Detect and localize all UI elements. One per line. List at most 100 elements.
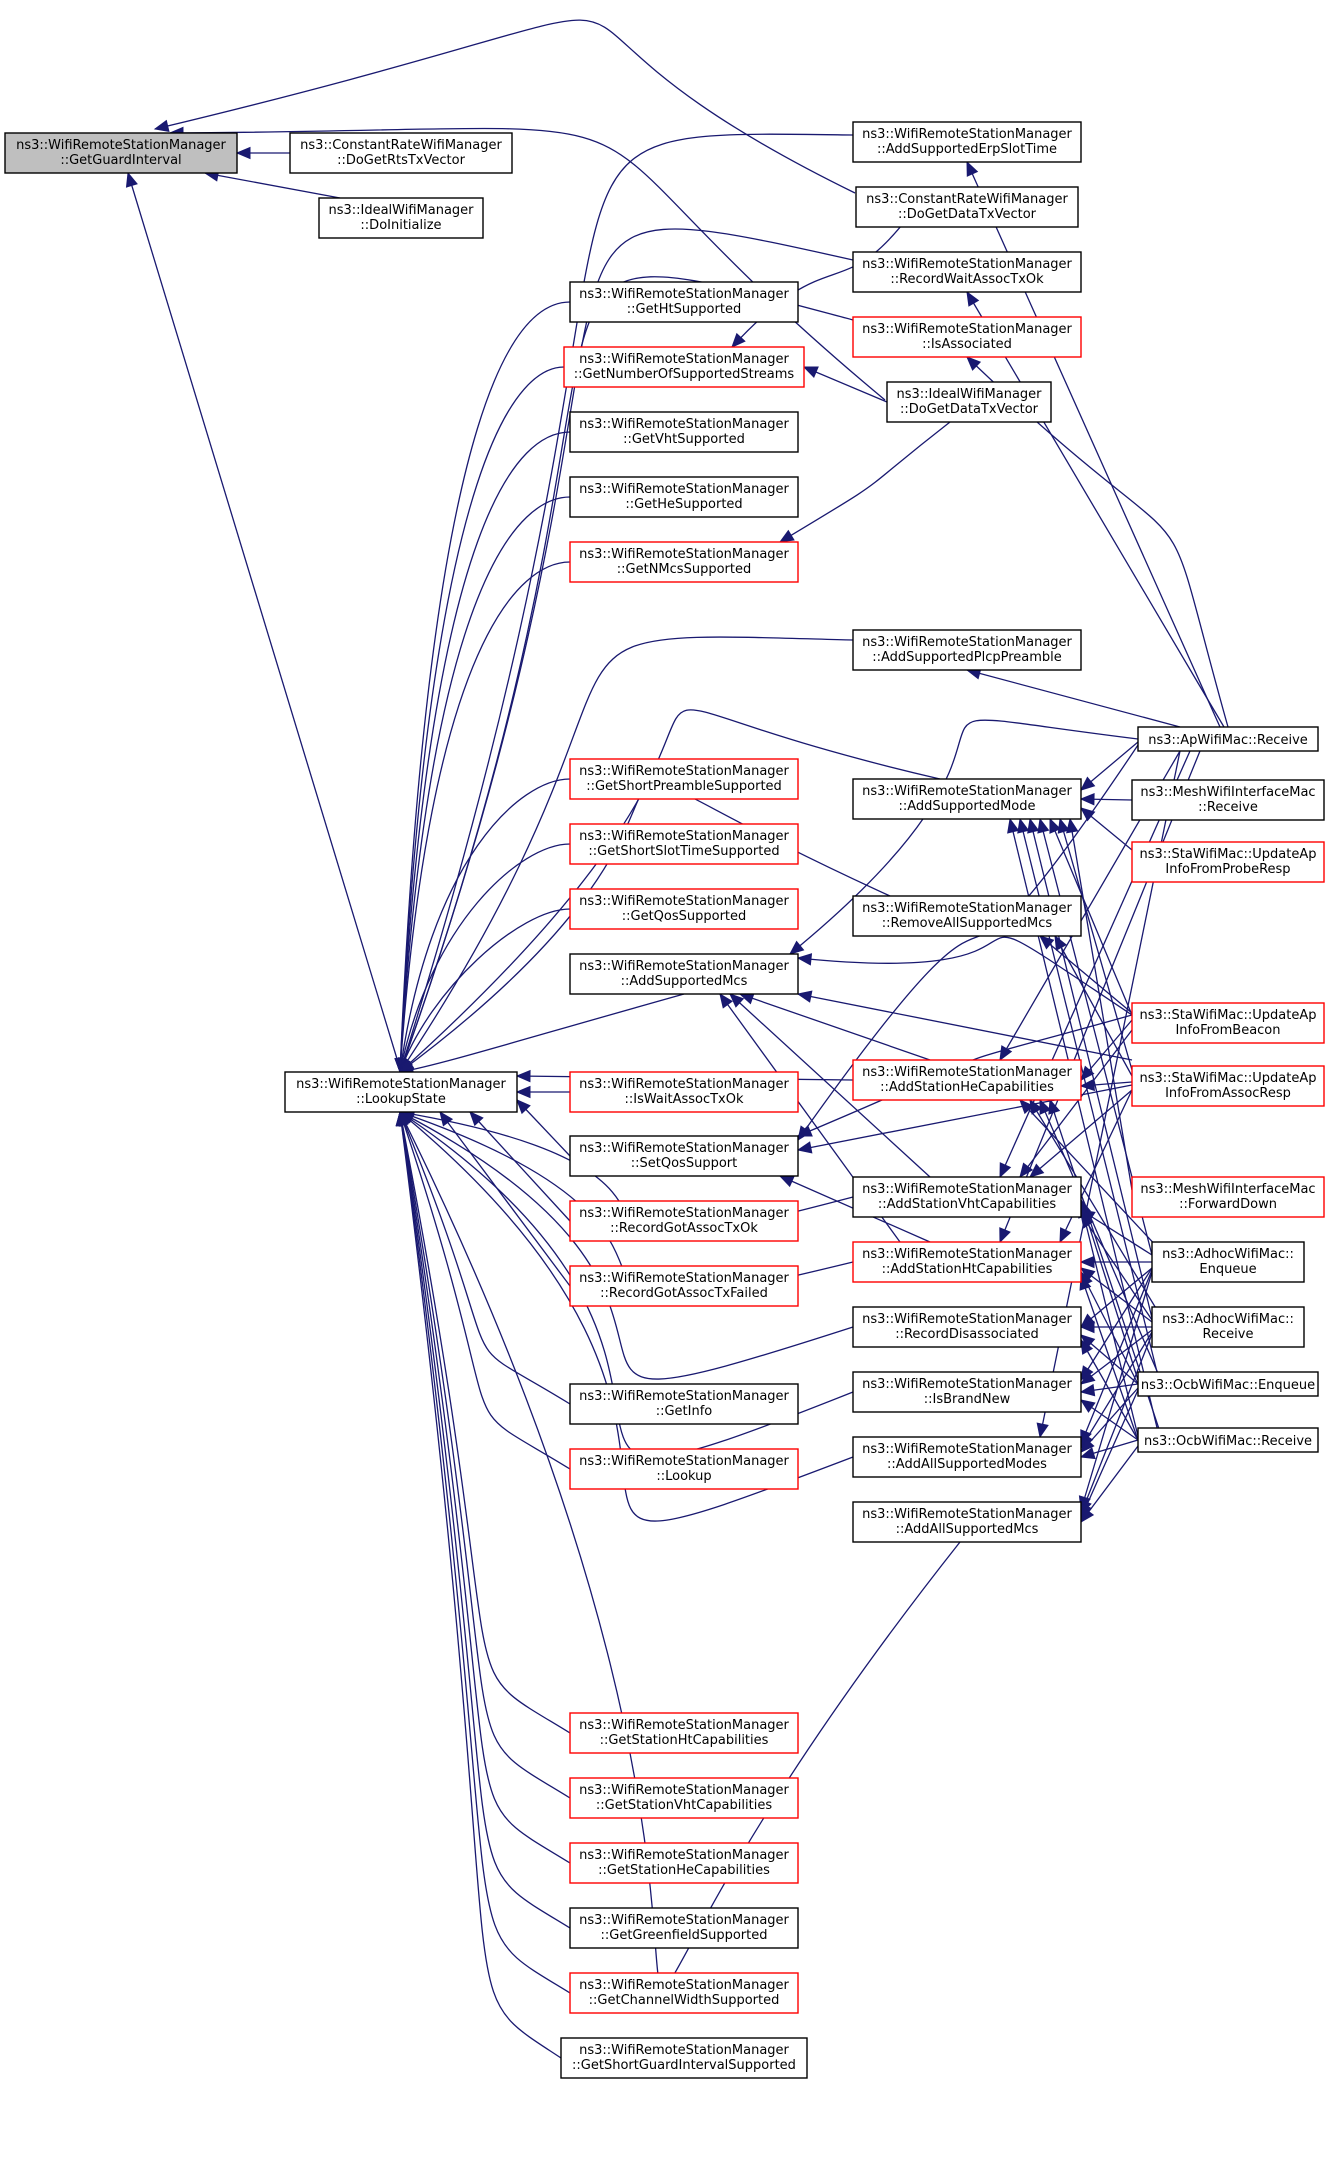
node-rgafail[interactable]: ns3::WifiRemoteStationManager::RecordGot… xyxy=(569,1265,799,1307)
node-getshortslot[interactable]: ns3::WifiRemoteStationManager::GetShortS… xyxy=(569,823,799,865)
arrowhead-staprobe-addmode xyxy=(1080,807,1096,822)
node-iswait[interactable]: ns3::WifiRemoteStationManager::IsWaitAss… xyxy=(569,1071,799,1113)
arrowhead-meshfwd-addmode xyxy=(1066,817,1079,834)
node-gethe[interactable]: ns3::WifiRemoteStationManager::GetHeSupp… xyxy=(569,476,799,518)
arrowhead-adhocrecv-rdisassoc xyxy=(1079,1320,1095,1334)
node-box xyxy=(1137,1427,1319,1453)
node-rgaok[interactable]: ns3::WifiRemoteStationManager::RecordGot… xyxy=(569,1200,799,1242)
node-box xyxy=(569,758,799,800)
node-getstavht[interactable]: ns3::WifiRemoteStationManager::GetStatio… xyxy=(569,1777,799,1819)
node-aprecv[interactable]: ns3::ApWifiMac::Receive xyxy=(1137,726,1319,752)
arrowhead-cr_rts-root xyxy=(235,146,251,160)
node-getht[interactable]: ns3::WifiRemoteStationManager::GetHtSupp… xyxy=(569,281,799,323)
arrowhead-ideal_data-getnss xyxy=(802,366,819,379)
node-adhocrecv[interactable]: ns3::AdhocWifiMac::Receive xyxy=(1151,1306,1305,1348)
node-staassoc[interactable]: ns3::StaWifiMac::UpdateApInfoFromAssocRe… xyxy=(1131,1065,1325,1107)
node-lookupstate[interactable]: ns3::WifiRemoteStationManager::LookupSta… xyxy=(284,1071,518,1113)
node-adderp[interactable]: ns3::WifiRemoteStationManager::AddSuppor… xyxy=(852,121,1082,163)
node-getqos[interactable]: ns3::WifiRemoteStationManager::GetQosSup… xyxy=(569,888,799,930)
node-removeall[interactable]: ns3::WifiRemoteStationManager::RemoveAll… xyxy=(852,895,1082,937)
arrowhead-addvht-addsupmcs xyxy=(729,993,745,1008)
edge-getstahe-lookupstate xyxy=(399,1111,571,1864)
node-rwait[interactable]: ns3::WifiRemoteStationManager::RecordWai… xyxy=(852,251,1082,293)
node-addplcp[interactable]: ns3::WifiRemoteStationManager::AddSuppor… xyxy=(852,629,1082,671)
edge-ocbenq-addallmcs xyxy=(1080,1389,1139,1519)
node-addallmodes[interactable]: ns3::WifiRemoteStationManager::AddAllSup… xyxy=(852,1436,1082,1478)
node-box xyxy=(563,346,805,388)
node-adhocenq[interactable]: ns3::AdhocWifiMac::Enqueue xyxy=(1151,1241,1305,1283)
edge-adhocenq-addallmodes xyxy=(1080,1269,1153,1445)
arrowhead-adhocenq-addhe xyxy=(1019,1099,1034,1115)
node-cr_rts[interactable]: ns3::ConstantRateWifiManager::DoGetRtsTx… xyxy=(289,132,513,174)
node-getinfo[interactable]: ns3::WifiRemoteStationManager::GetInfo xyxy=(569,1383,799,1425)
arrowhead-ocbenq-addmode xyxy=(1017,817,1030,834)
node-label-line2: InfoFromBeacon xyxy=(1175,1023,1280,1038)
node-meshrecv[interactable]: ns3::MeshWifiInterfaceMac::Receive xyxy=(1131,779,1325,821)
node-getshortpre[interactable]: ns3::WifiRemoteStationManager::GetShortP… xyxy=(569,758,799,800)
node-label-line2: ::GetStationVhtCapabilities xyxy=(596,1798,772,1813)
node-ocbrecv[interactable]: ns3::OcbWifiMac::Receive xyxy=(1137,1427,1319,1453)
node-label-line2: ::Lookup xyxy=(656,1469,711,1484)
node-meshfwd[interactable]: ns3::MeshWifiInterfaceMac::ForwardDown xyxy=(1131,1176,1325,1218)
arrowhead-staassoc-addmode xyxy=(1057,817,1070,834)
node-box xyxy=(569,953,799,995)
edge-ocbenq-addallmodes xyxy=(1080,1387,1139,1453)
node-label-line1: ns3::WifiRemoteStationManager xyxy=(296,1077,506,1092)
edge-adhocrecv-addvht xyxy=(1080,1213,1153,1321)
node-staprobe[interactable]: ns3::StaWifiMac::UpdateApInfoFromProbeRe… xyxy=(1131,841,1325,883)
edge-gethe-lookupstate xyxy=(399,496,571,1073)
node-addallmcs[interactable]: ns3::WifiRemoteStationManager::AddAllSup… xyxy=(852,1501,1082,1543)
node-setqos[interactable]: ns3::WifiRemoteStationManager::SetQosSup… xyxy=(569,1135,799,1177)
node-addmode[interactable]: ns3::WifiRemoteStationManager::AddSuppor… xyxy=(852,778,1082,820)
node-lookup[interactable]: ns3::WifiRemoteStationManager::Lookup xyxy=(569,1448,799,1490)
node-getnss[interactable]: ns3::WifiRemoteStationManager::GetNumber… xyxy=(563,346,805,388)
node-getcw[interactable]: ns3::WifiRemoteStationManager::GetChanne… xyxy=(569,1972,799,2014)
edge-adhocenq-rdisassoc xyxy=(1080,1267,1153,1328)
node-label-line1: ns3::WifiRemoteStationManager xyxy=(862,1182,1072,1197)
node-getstahe[interactable]: ns3::WifiRemoteStationManager::GetStatio… xyxy=(569,1842,799,1884)
node-isbrand[interactable]: ns3::WifiRemoteStationManager::IsBrandNe… xyxy=(852,1371,1082,1413)
node-root[interactable]: ns3::WifiRemoteStationManager::GetGuardI… xyxy=(4,132,238,174)
node-box xyxy=(852,1241,1082,1283)
node-label-line1: ns3::WifiRemoteStationManager xyxy=(579,547,789,562)
node-ideal_init[interactable]: ns3::IdealWifiManager::DoInitialize xyxy=(318,197,484,239)
node-label-line1: ns3::StaWifiMac::UpdateAp xyxy=(1139,1071,1316,1086)
node-label-line2: ::GetGuardInterval xyxy=(60,153,181,168)
node-addhe[interactable]: ns3::WifiRemoteStationManager::AddStatio… xyxy=(852,1059,1082,1101)
node-box xyxy=(284,1071,518,1113)
node-getsgi[interactable]: ns3::WifiRemoteStationManager::GetShortG… xyxy=(560,2037,808,2079)
arrowhead-ocbenq-addhe xyxy=(1039,1098,1052,1115)
node-label-line1: ns3::WifiRemoteStationManager xyxy=(579,1978,789,1993)
node-label-line1: ns3::WifiRemoteStationManager xyxy=(579,894,789,909)
node-getnmcs[interactable]: ns3::WifiRemoteStationManager::GetNMcsSu… xyxy=(569,541,799,583)
node-addsupmcs[interactable]: ns3::WifiRemoteStationManager::AddSuppor… xyxy=(569,953,799,995)
edge-getsgi-lookupstate xyxy=(399,1111,562,2059)
node-label-line1: ns3::AdhocWifiMac:: xyxy=(1162,1312,1294,1327)
node-label-line1: ns3::WifiRemoteStationManager xyxy=(16,138,226,153)
edge-cr_data-root xyxy=(154,19,856,194)
node-box xyxy=(1131,1176,1325,1218)
edge-ideal_data-getnss xyxy=(803,366,888,403)
node-cr_data[interactable]: ns3::ConstantRateWifiManager::DoGetDataT… xyxy=(855,186,1079,228)
node-addht[interactable]: ns3::WifiRemoteStationManager::AddStatio… xyxy=(852,1241,1082,1283)
node-ocbenq[interactable]: ns3::OcbWifiMac::Enqueue xyxy=(1137,1371,1319,1397)
edge-getshortpre-lookupstate xyxy=(399,778,571,1073)
node-label-line2: ::AddSupportedPlcpPreamble xyxy=(872,650,1062,665)
arrowhead-ocbrecv-addallmodes xyxy=(1079,1447,1096,1460)
arrowhead-adhocrecv-addht xyxy=(1079,1267,1096,1282)
node-label-line2: ::AddAllSupportedModes xyxy=(887,1457,1047,1472)
node-label-line1: ns3::WifiRemoteStationManager xyxy=(862,1507,1072,1522)
arrowhead-staassoc-addsupmcs xyxy=(796,990,813,1003)
node-box xyxy=(318,197,484,239)
node-addvht[interactable]: ns3::WifiRemoteStationManager::AddStatio… xyxy=(852,1176,1082,1218)
node-ideal_data[interactable]: ns3::IdealWifiManager::DoGetDataTxVector xyxy=(886,381,1052,423)
node-rdisassoc[interactable]: ns3::WifiRemoteStationManager::RecordDis… xyxy=(852,1306,1082,1348)
node-getstaht[interactable]: ns3::WifiRemoteStationManager::GetStatio… xyxy=(569,1712,799,1754)
node-label-line1: ns3::StaWifiMac::UpdateAp xyxy=(1139,1008,1316,1023)
node-getgreen[interactable]: ns3::WifiRemoteStationManager::GetGreenf… xyxy=(569,1907,799,1949)
node-isassoc[interactable]: ns3::WifiRemoteStationManager::IsAssocia… xyxy=(852,316,1082,358)
node-getvht[interactable]: ns3::WifiRemoteStationManager::GetVhtSup… xyxy=(569,411,799,453)
node-label-line1: ns3::ApWifiMac::Receive xyxy=(1148,733,1308,748)
